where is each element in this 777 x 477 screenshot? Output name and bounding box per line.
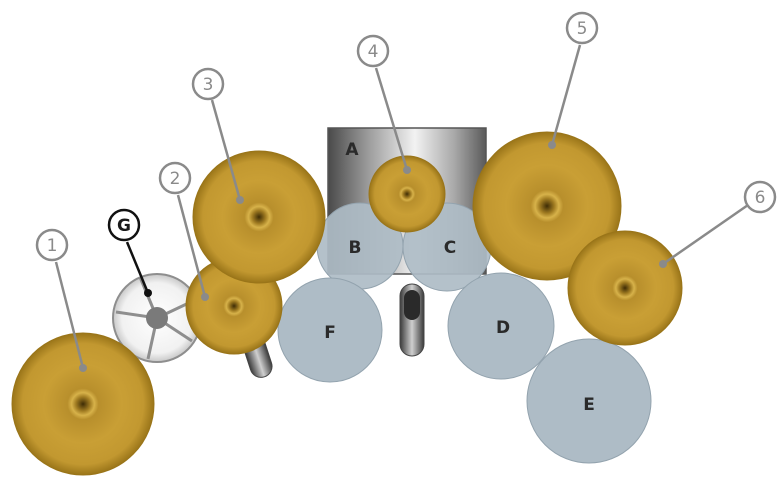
cymbal-5[interactable]: [472, 131, 622, 281]
callout-lines: [54, 44, 749, 369]
pad-e-label: E: [583, 395, 595, 415]
callout-line-3: [210, 99, 242, 201]
callout-3-label: 3: [203, 75, 214, 95]
kick-pedal: [399, 283, 425, 357]
callout-line-g: [125, 241, 150, 294]
pad-d-label: D: [496, 318, 510, 338]
callout-dots: [79, 141, 667, 372]
callout-dot-g: [144, 289, 152, 297]
cymbal-4[interactable]: [368, 155, 446, 233]
callout-2-label: 2: [170, 169, 181, 189]
pad-b-label: B: [349, 238, 362, 258]
callout-5-label: 5: [577, 19, 588, 39]
callout-4-label: 4: [368, 42, 379, 62]
callout-line-5: [550, 44, 582, 146]
pad-f-label: F: [324, 323, 336, 343]
cymbal-6[interactable]: [567, 230, 683, 346]
pad-a-label: A: [345, 140, 359, 160]
callout-3: 3: [191, 67, 225, 101]
callout-line-2: [176, 194, 207, 298]
callout-g-label: G: [117, 216, 131, 236]
callout-1-label: 1: [47, 236, 58, 256]
cymbal-1[interactable]: [11, 332, 155, 476]
callout-6-label: 6: [755, 188, 766, 208]
callout-g: G: [107, 208, 141, 242]
callout-2: 2: [158, 161, 192, 195]
callout-line-1: [54, 261, 85, 369]
callout-1: 1: [35, 228, 69, 262]
callout-5: 5: [565, 11, 599, 45]
pad-c-label: C: [444, 238, 456, 258]
callout-line-4: [374, 67, 409, 171]
cymbal-3[interactable]: [192, 150, 326, 284]
callout-4: 4: [356, 34, 390, 68]
callout-line-6: [662, 203, 749, 266]
callout-6: 6: [743, 180, 777, 214]
pad-d[interactable]: [447, 272, 555, 380]
pad-e[interactable]: [526, 338, 652, 464]
pad-f[interactable]: [277, 277, 383, 383]
